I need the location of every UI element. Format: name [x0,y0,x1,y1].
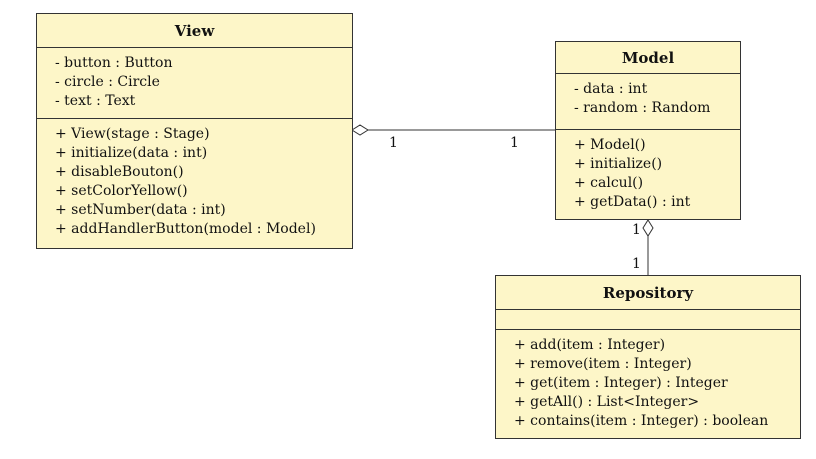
view-aggregation-diamond [351,124,369,136]
class-name: Repository [496,276,800,310]
operation: + get(item : Integer) : Integer [514,375,728,391]
operation: + calcul() [574,175,644,191]
operations-compartment: + add(item : Integer) + remove(item : In… [496,330,800,435]
operation: + initialize(data : int) [55,145,208,161]
operations-compartment: + Model() + initialize() + calcul() + ge… [556,130,740,216]
model-repository-source-multiplicity: 1 [632,222,641,238]
operation: + Model() [574,137,646,153]
attribute: - text : Text [55,93,136,109]
operations-compartment: + View(stage : Stage) + initialize(data … [37,119,352,243]
operation: + remove(item : Integer) [514,356,692,372]
class-view[interactable]: View - button : Button - circle : Circle… [36,13,353,249]
attributes-compartment: - data : int - random : Random [556,74,740,130]
operation: + initialize() [574,156,663,172]
operation: + addHandlerButton(model : Model) [55,221,316,237]
operation: + setNumber(data : int) [55,202,226,218]
model-repository-target-multiplicity: 1 [632,256,641,272]
model-aggregation-diamond [642,219,654,237]
class-name: View [37,14,352,48]
attribute: - button : Button [55,55,173,71]
class-repository[interactable]: Repository + add(item : Integer) + remov… [495,275,801,439]
class-model[interactable]: Model - data : int - random : Random + M… [555,41,741,220]
attribute: - data : int [574,81,648,97]
operation: + View(stage : Stage) [55,126,210,142]
operation: + contains(item : Integer) : boolean [514,413,769,429]
operation: + getAll() : List<Integer> [514,394,700,410]
attributes-compartment [496,310,800,330]
operation: + getData() : int [574,194,691,210]
attribute: - random : Random [574,100,711,116]
view-model-target-multiplicity: 1 [510,135,519,151]
attributes-compartment: - button : Button - circle : Circle - te… [37,48,352,119]
operation: + disableBouton() [55,164,184,180]
view-model-source-multiplicity: 1 [389,135,398,151]
operation: + add(item : Integer) [514,337,666,353]
operation: + setColorYellow() [55,183,188,199]
attribute: - circle : Circle [55,74,160,90]
class-name: Model [556,42,740,74]
